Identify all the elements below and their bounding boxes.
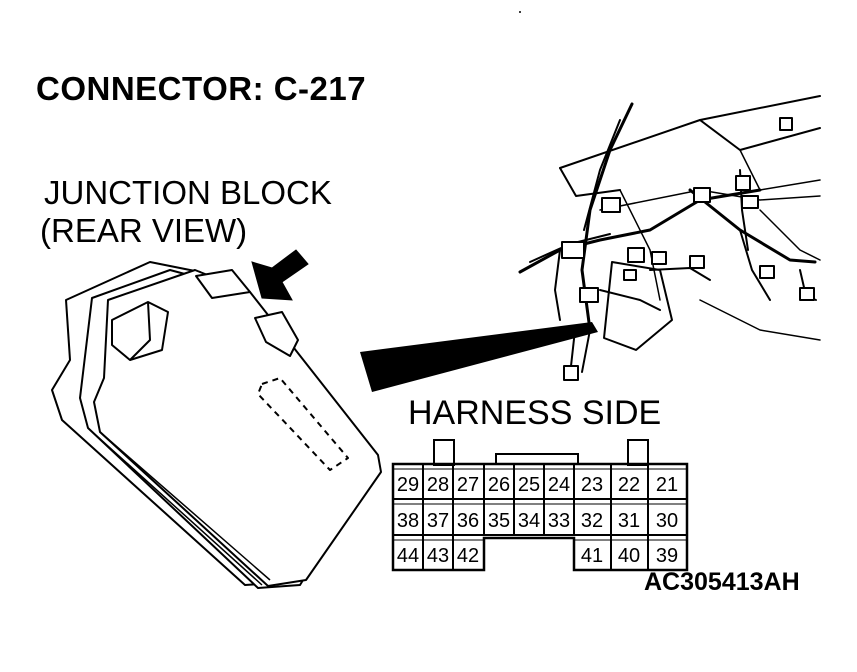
pin-36: 36 xyxy=(457,510,479,532)
connector-face xyxy=(391,439,689,572)
pin-38: 38 xyxy=(397,510,419,532)
dashboard-wiring-illustration xyxy=(518,11,821,381)
pin-37: 37 xyxy=(427,510,449,532)
harness-side-label: HARNESS SIDE xyxy=(408,394,662,432)
pin-23: 23 xyxy=(581,474,603,496)
junction-block-illustration xyxy=(51,261,382,589)
pin-32: 32 xyxy=(581,510,603,532)
pin-25: 25 xyxy=(518,474,540,496)
connector-title: CONNECTOR: C-217 xyxy=(36,70,367,107)
pin-31: 31 xyxy=(618,510,640,532)
pin-29: 29 xyxy=(397,474,419,496)
pin-27: 27 xyxy=(457,474,479,496)
pin-21: 21 xyxy=(656,474,678,496)
pin-24: 24 xyxy=(548,474,570,496)
figure-code: AC305413AH xyxy=(644,568,800,596)
pin-22: 22 xyxy=(618,474,640,496)
pin-42: 42 xyxy=(457,545,479,567)
pin-30: 30 xyxy=(656,510,678,532)
pin-34: 34 xyxy=(518,510,540,532)
pointer-arrow xyxy=(251,249,309,301)
pin-28: 28 xyxy=(427,474,449,496)
component-name: JUNCTION BLOCK xyxy=(44,174,332,211)
pin-43: 43 xyxy=(427,545,449,567)
pin-26: 26 xyxy=(488,474,510,496)
pin-41: 41 xyxy=(581,545,603,567)
pin-40: 40 xyxy=(618,545,640,567)
pin-44: 44 xyxy=(397,545,419,567)
location-callout-wedge xyxy=(360,322,598,392)
pin-35: 35 xyxy=(488,510,510,532)
view-label: (REAR VIEW) xyxy=(40,212,248,249)
pin-numbers: 29 28 27 26 25 24 23 22 21 38 37 36 35 3… xyxy=(397,474,678,567)
pin-33: 33 xyxy=(548,510,570,532)
pin-39: 39 xyxy=(656,545,678,567)
